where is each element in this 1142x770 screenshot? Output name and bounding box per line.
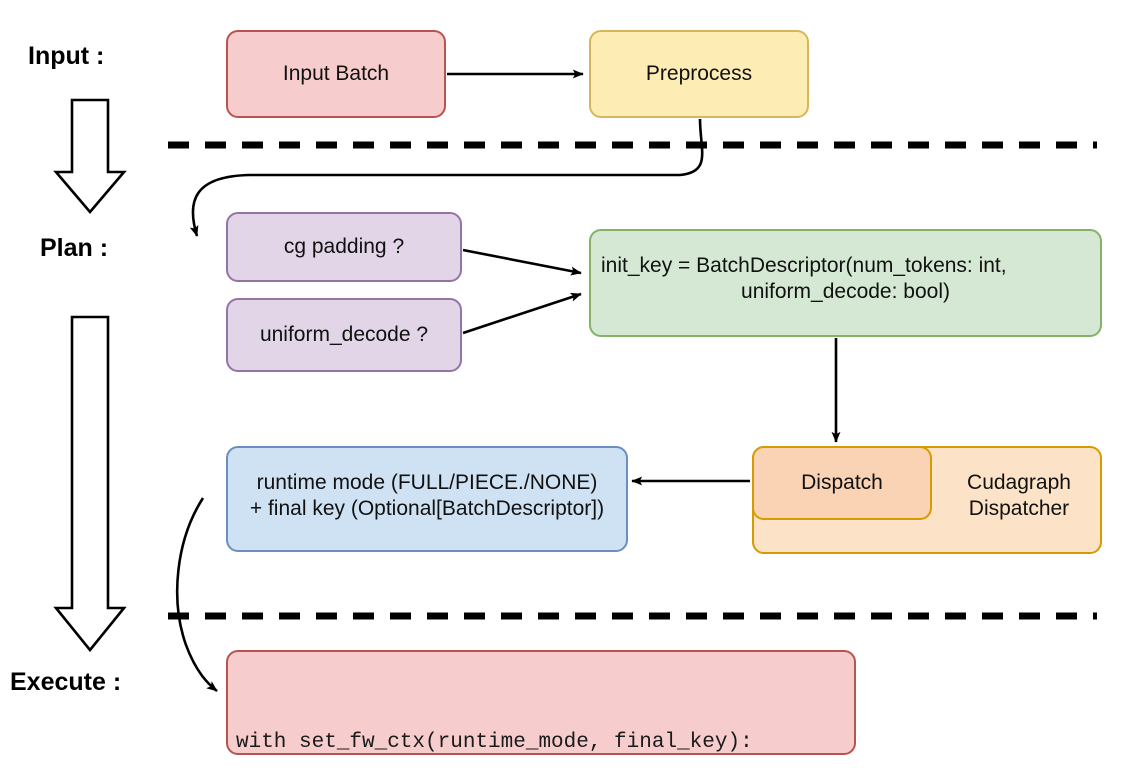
node-preprocess-label: Preprocess <box>645 62 753 86</box>
stage-label-plan: Plan : <box>40 234 109 262</box>
stage-arrow-input-to-plan <box>53 98 127 215</box>
stage-label-input: Input : <box>28 42 105 70</box>
arrow-runtime-mode-to-execute <box>175 497 218 693</box>
node-init-key-line1: init_key = BatchDescriptor(num_tokens: i… <box>601 254 1007 277</box>
node-init-key[interactable]: init_key = BatchDescriptor(num_tokens: i… <box>589 229 1102 337</box>
stage-label-execute: Execute : <box>10 668 122 696</box>
node-cg-padding-label: cg padding ? <box>283 235 405 259</box>
arrow-uniform-decode-to-init-key <box>462 292 582 335</box>
node-input-batch[interactable]: Input Batch <box>226 30 446 118</box>
node-execute-code[interactable]: with set_fw_ctx(runtime_mode, final_key)… <box>226 650 856 755</box>
node-dispatch-label: Dispatch <box>801 471 883 495</box>
node-cudagraph-dispatcher-label-wrap: Cudagraph Dispatcher <box>944 470 1094 521</box>
node-cudagraph-dispatcher-line2: Dispatcher <box>968 496 1070 520</box>
node-input-batch-label: Input Batch <box>282 62 390 86</box>
node-cudagraph-dispatcher-line1: Cudagraph <box>967 471 1071 494</box>
node-runtime-mode-line1: runtime mode (FULL/PIECE./NONE) <box>256 471 598 494</box>
node-runtime-mode-line2: + final key (Optional[BatchDescriptor]) <box>249 496 605 520</box>
node-uniform-decode[interactable]: uniform_decode ? <box>226 298 462 372</box>
stage-arrow-plan-to-execute <box>53 315 127 653</box>
node-runtime-mode[interactable]: runtime mode (FULL/PIECE./NONE) + final … <box>226 446 628 552</box>
node-init-key-line2: uniform_decode: bool) <box>741 279 950 303</box>
node-uniform-decode-label: uniform_decode ? <box>259 323 429 347</box>
node-execute-code-line1: with set_fw_ctx(runtime_mode, final_key)… <box>236 730 753 754</box>
node-cg-padding[interactable]: cg padding ? <box>226 212 462 282</box>
arrow-cg-padding-to-init-key <box>462 248 582 276</box>
node-dispatch[interactable]: Dispatch <box>752 446 932 520</box>
node-preprocess[interactable]: Preprocess <box>589 30 809 118</box>
